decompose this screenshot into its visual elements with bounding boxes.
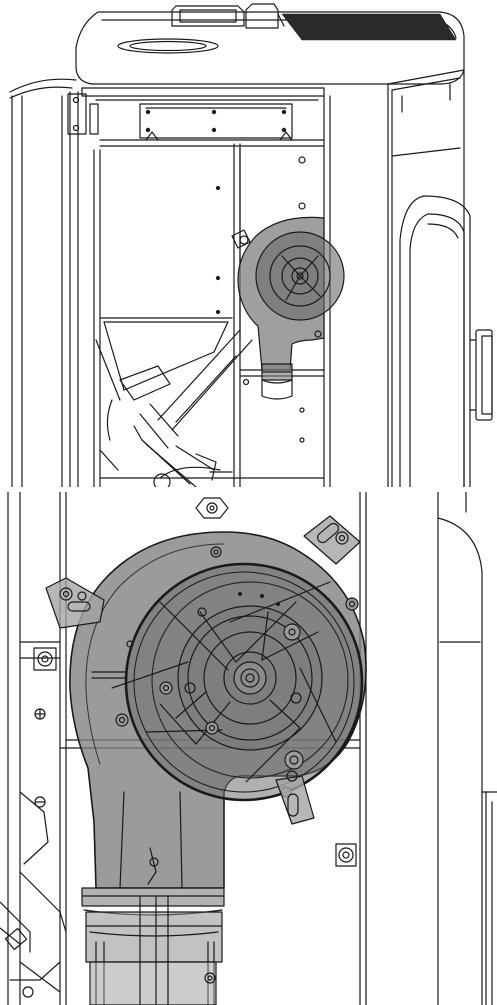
top-nut	[195, 497, 229, 519]
overview-panel	[0, 0, 497, 487]
outlet-pipe	[81, 791, 225, 1005]
side-bracket	[469, 329, 493, 421]
detail-panel	[0, 492, 497, 1005]
blower-fan-overview	[231, 216, 345, 400]
left-mechanism	[0, 791, 216, 998]
auger-tube	[119, 329, 253, 487]
inner-wall-screws	[215, 156, 306, 443]
mounting-lug-left	[45, 577, 105, 629]
overview-drawing	[9, 3, 493, 487]
blower-housing	[69, 531, 367, 889]
mounting-lug-bottom	[275, 770, 315, 825]
lower-left-parts	[106, 399, 233, 487]
right-side-cabinet	[387, 69, 465, 487]
top-mounting-plate	[81, 87, 325, 141]
detail-door-edge	[437, 492, 497, 1005]
left-frame	[9, 78, 101, 487]
hopper-chute	[95, 317, 233, 471]
panel-divider	[0, 487, 497, 492]
door-handle	[399, 195, 471, 487]
side-nuts	[33, 647, 357, 867]
top-grille	[281, 13, 457, 41]
detail-drawing	[0, 492, 497, 1005]
mounting-lug-top-right	[303, 515, 361, 565]
hinge-block	[67, 93, 99, 135]
